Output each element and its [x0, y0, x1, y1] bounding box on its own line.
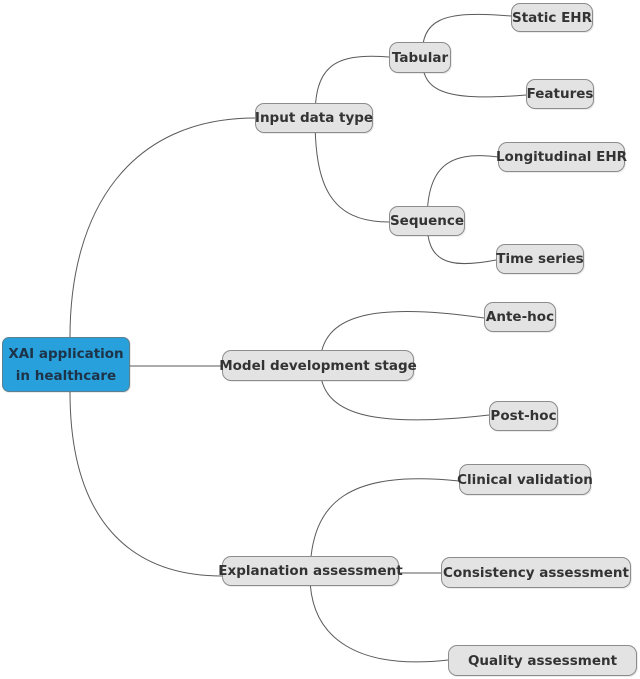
node-time-series: Time series	[496, 244, 584, 274]
node-explanation-assessment: Explanation assessment	[218, 556, 403, 586]
root-node: XAI application in healthcare	[2, 337, 130, 392]
edge-sequence-longitudinal	[426, 155, 499, 223]
edge-root-input	[69, 117, 256, 338]
node-longitudinal-ehr: Longitudinal EHR	[496, 142, 627, 172]
node-post-hoc: Post-hoc	[489, 401, 558, 431]
edge-explain-clinical	[309, 478, 460, 577]
root-label-line1: XAI application	[8, 345, 124, 362]
node-input-data-type: Input data type	[255, 103, 373, 133]
node-static-ehr: Static EHR	[511, 3, 593, 32]
node-ante-hoc: Ante-hoc	[484, 302, 556, 332]
root-label-line2: in healthcare	[15, 367, 117, 384]
edge-input-sequence	[314, 117, 390, 223]
node-sequence: Sequence	[389, 206, 465, 236]
node-model-development-stage: Model development stage	[219, 350, 417, 381]
node-tabular: Tabular	[389, 42, 451, 73]
edge-root-explain	[69, 391, 223, 577]
node-quality-assessment: Quality assessment	[448, 645, 637, 676]
node-clinical-validation: Clinical validation	[457, 464, 593, 495]
edge-explain-quality	[309, 575, 449, 663]
node-features: Features	[526, 79, 594, 109]
node-consistency-assessment: Consistency assessment	[441, 557, 631, 588]
